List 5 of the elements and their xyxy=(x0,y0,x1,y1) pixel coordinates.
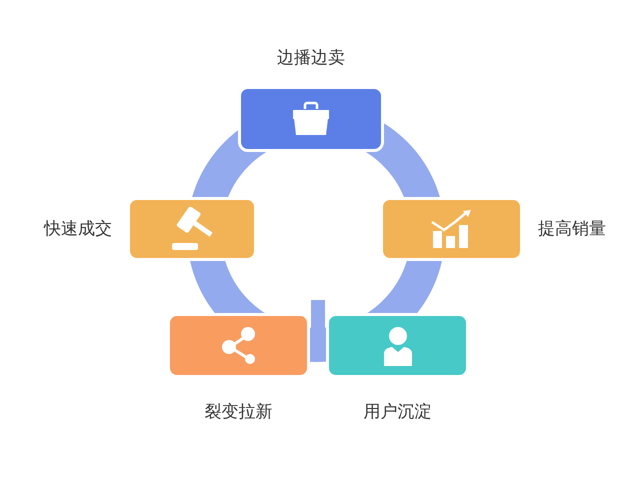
step-label: 快速成交 xyxy=(44,218,112,240)
step-label: 提高销量 xyxy=(538,218,606,240)
step-label: 边播边卖 xyxy=(277,47,345,69)
step-label: 裂变拉新 xyxy=(204,401,272,423)
step-label: 用户沉淀 xyxy=(364,401,432,423)
